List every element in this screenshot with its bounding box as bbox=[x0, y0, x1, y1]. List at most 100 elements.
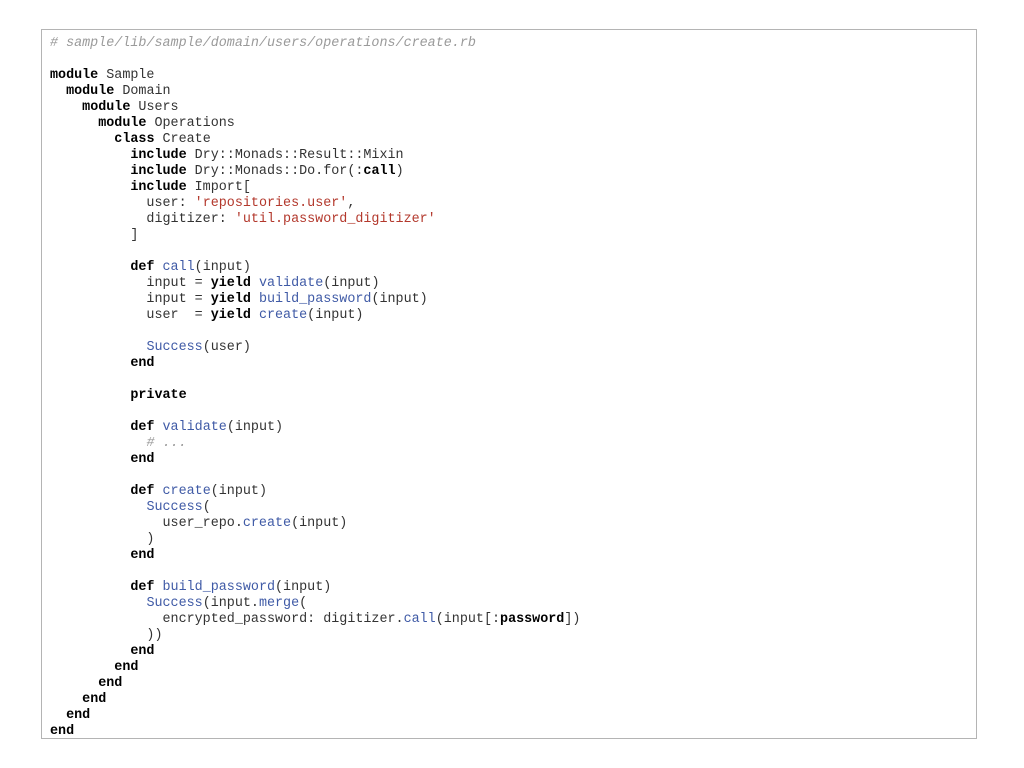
code-text: digitizer: bbox=[50, 212, 235, 227]
code-text bbox=[50, 356, 130, 371]
code-text bbox=[50, 164, 130, 179]
code-symbol: password bbox=[500, 612, 565, 627]
code-text bbox=[50, 692, 82, 707]
code-keyword: end bbox=[130, 548, 155, 563]
code-keyword: include bbox=[130, 180, 187, 195]
code-text: (input) bbox=[275, 580, 332, 595]
code-text: Operations bbox=[146, 116, 235, 131]
code-line: include Dry::Monads::Do.for(:call) bbox=[50, 164, 976, 180]
code-text: input = bbox=[50, 292, 211, 307]
code-text: Create bbox=[154, 132, 211, 147]
code-text bbox=[251, 276, 259, 291]
code-line: ) bbox=[50, 532, 976, 548]
code-text: (input) bbox=[307, 308, 364, 323]
code-text bbox=[50, 132, 114, 147]
code-line: user = yield create(input) bbox=[50, 308, 976, 324]
code-text bbox=[50, 100, 82, 115]
code-keyword: def bbox=[130, 260, 155, 275]
code-line: Success(input.merge( bbox=[50, 596, 976, 612]
code-line bbox=[50, 372, 976, 388]
code-text: ) bbox=[50, 532, 155, 547]
code-line: )) bbox=[50, 628, 976, 644]
code-text bbox=[50, 676, 98, 691]
code-text: user: bbox=[50, 196, 195, 211]
code-line: end bbox=[50, 692, 976, 708]
code-line: include Dry::Monads::Result::Mixin bbox=[50, 148, 976, 164]
code-line bbox=[50, 404, 976, 420]
code-function-name: create bbox=[258, 308, 308, 323]
code-line: def create(input) bbox=[50, 484, 976, 500]
code-text bbox=[50, 180, 130, 195]
code-keyword: class bbox=[114, 132, 155, 147]
code-text: (input. bbox=[202, 596, 259, 611]
code-text: (user) bbox=[202, 340, 251, 355]
code-line: end bbox=[50, 644, 976, 660]
code-function-name: build_password bbox=[258, 292, 372, 307]
code-block[interactable]: # sample/lib/sample/domain/users/operati… bbox=[42, 30, 976, 740]
code-line: ] bbox=[50, 228, 976, 244]
code-keyword: yield bbox=[210, 308, 251, 323]
code-text: (input) bbox=[210, 484, 267, 499]
code-keyword: module bbox=[98, 116, 147, 131]
code-keyword: def bbox=[130, 580, 155, 595]
code-line: module Domain bbox=[50, 84, 976, 100]
code-text bbox=[50, 548, 130, 563]
code-keyword: end bbox=[50, 724, 75, 739]
code-line: end bbox=[50, 708, 976, 724]
code-text bbox=[50, 436, 146, 451]
code-line: def build_password(input) bbox=[50, 580, 976, 596]
code-text: ) bbox=[395, 164, 404, 179]
code-comment: # sample/lib/sample/domain/users/operati… bbox=[50, 36, 476, 51]
code-line: include Import[ bbox=[50, 180, 976, 196]
code-function-name: validate bbox=[258, 276, 324, 291]
code-function-name: validate bbox=[162, 420, 227, 435]
code-function-name: build_password bbox=[162, 580, 276, 595]
code-keyword: include bbox=[130, 164, 187, 179]
code-text bbox=[154, 420, 162, 435]
code-keyword: module bbox=[82, 100, 131, 115]
code-text bbox=[251, 292, 259, 307]
code-text: (input) bbox=[226, 420, 284, 435]
code-line: # sample/lib/sample/domain/users/operati… bbox=[50, 36, 976, 52]
code-keyword: end bbox=[130, 452, 155, 467]
code-keyword: def bbox=[130, 420, 155, 435]
code-line: user: 'repositories.user', bbox=[50, 196, 976, 212]
code-text bbox=[50, 644, 130, 659]
code-function-name: create bbox=[162, 484, 211, 499]
code-text: Dry::Monads::Do.for(: bbox=[186, 164, 364, 179]
code-text: (input[: bbox=[435, 612, 501, 627]
code-line: input = yield build_password(input) bbox=[50, 292, 976, 308]
code-text bbox=[154, 484, 162, 499]
code-text bbox=[50, 596, 146, 611]
code-line: input = yield validate(input) bbox=[50, 276, 976, 292]
code-line: end bbox=[50, 452, 976, 468]
code-text bbox=[154, 580, 162, 595]
code-keyword: module bbox=[50, 68, 99, 83]
code-text bbox=[50, 148, 130, 163]
code-keyword: end bbox=[114, 660, 139, 675]
code-keyword: end bbox=[130, 356, 155, 371]
code-line bbox=[50, 324, 976, 340]
code-text bbox=[50, 708, 66, 723]
code-text bbox=[50, 452, 130, 467]
code-text bbox=[154, 260, 162, 275]
code-text bbox=[50, 500, 146, 515]
code-line: module Sample bbox=[50, 68, 976, 84]
code-function-name: create bbox=[242, 516, 292, 531]
code-keyword: include bbox=[130, 148, 187, 163]
code-line: module Users bbox=[50, 100, 976, 116]
code-text: (input) bbox=[194, 260, 251, 275]
code-keyword: private bbox=[130, 388, 187, 403]
code-keyword: end bbox=[82, 692, 107, 707]
code-text bbox=[50, 484, 130, 499]
code-function-name: merge bbox=[258, 596, 300, 611]
code-text bbox=[50, 660, 114, 675]
code-line: digitizer: 'util.password_digitizer' bbox=[50, 212, 976, 228]
code-line: end bbox=[50, 548, 976, 564]
code-function-name: Success bbox=[146, 596, 203, 611]
code-text: )) bbox=[50, 628, 163, 643]
code-text bbox=[50, 84, 66, 99]
code-text: Dry::Monads::Result::Mixin bbox=[186, 148, 404, 163]
code-text: Sample bbox=[98, 68, 155, 83]
code-line: end bbox=[50, 660, 976, 676]
